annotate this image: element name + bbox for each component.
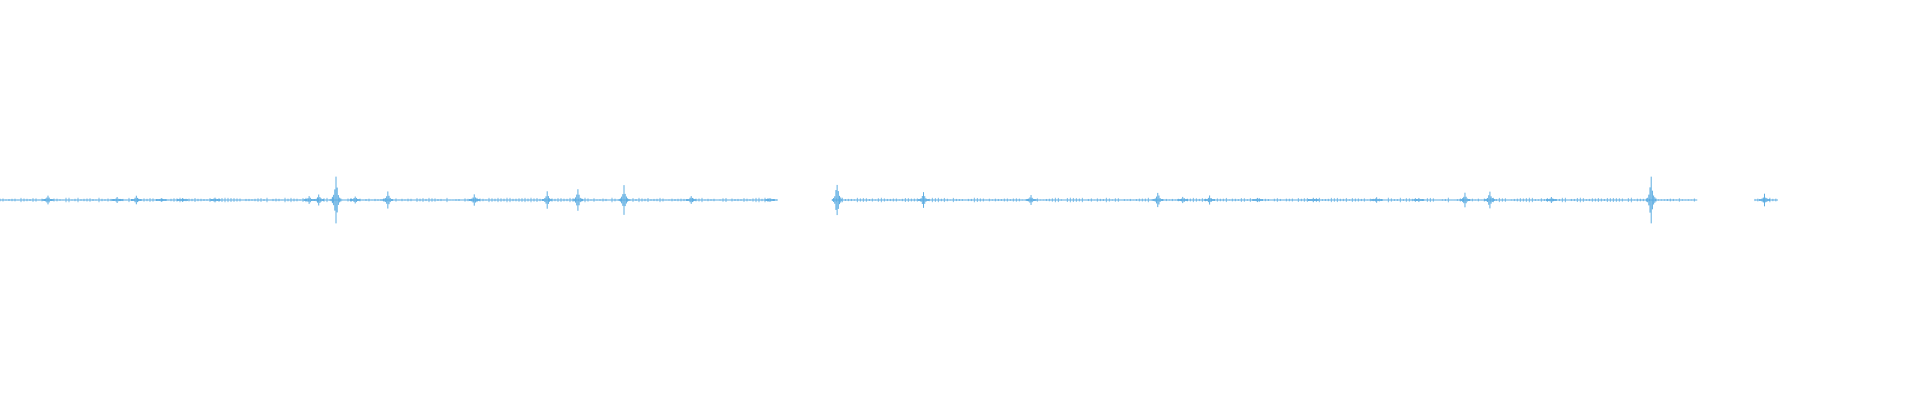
waveform-trace	[0, 176, 1778, 224]
